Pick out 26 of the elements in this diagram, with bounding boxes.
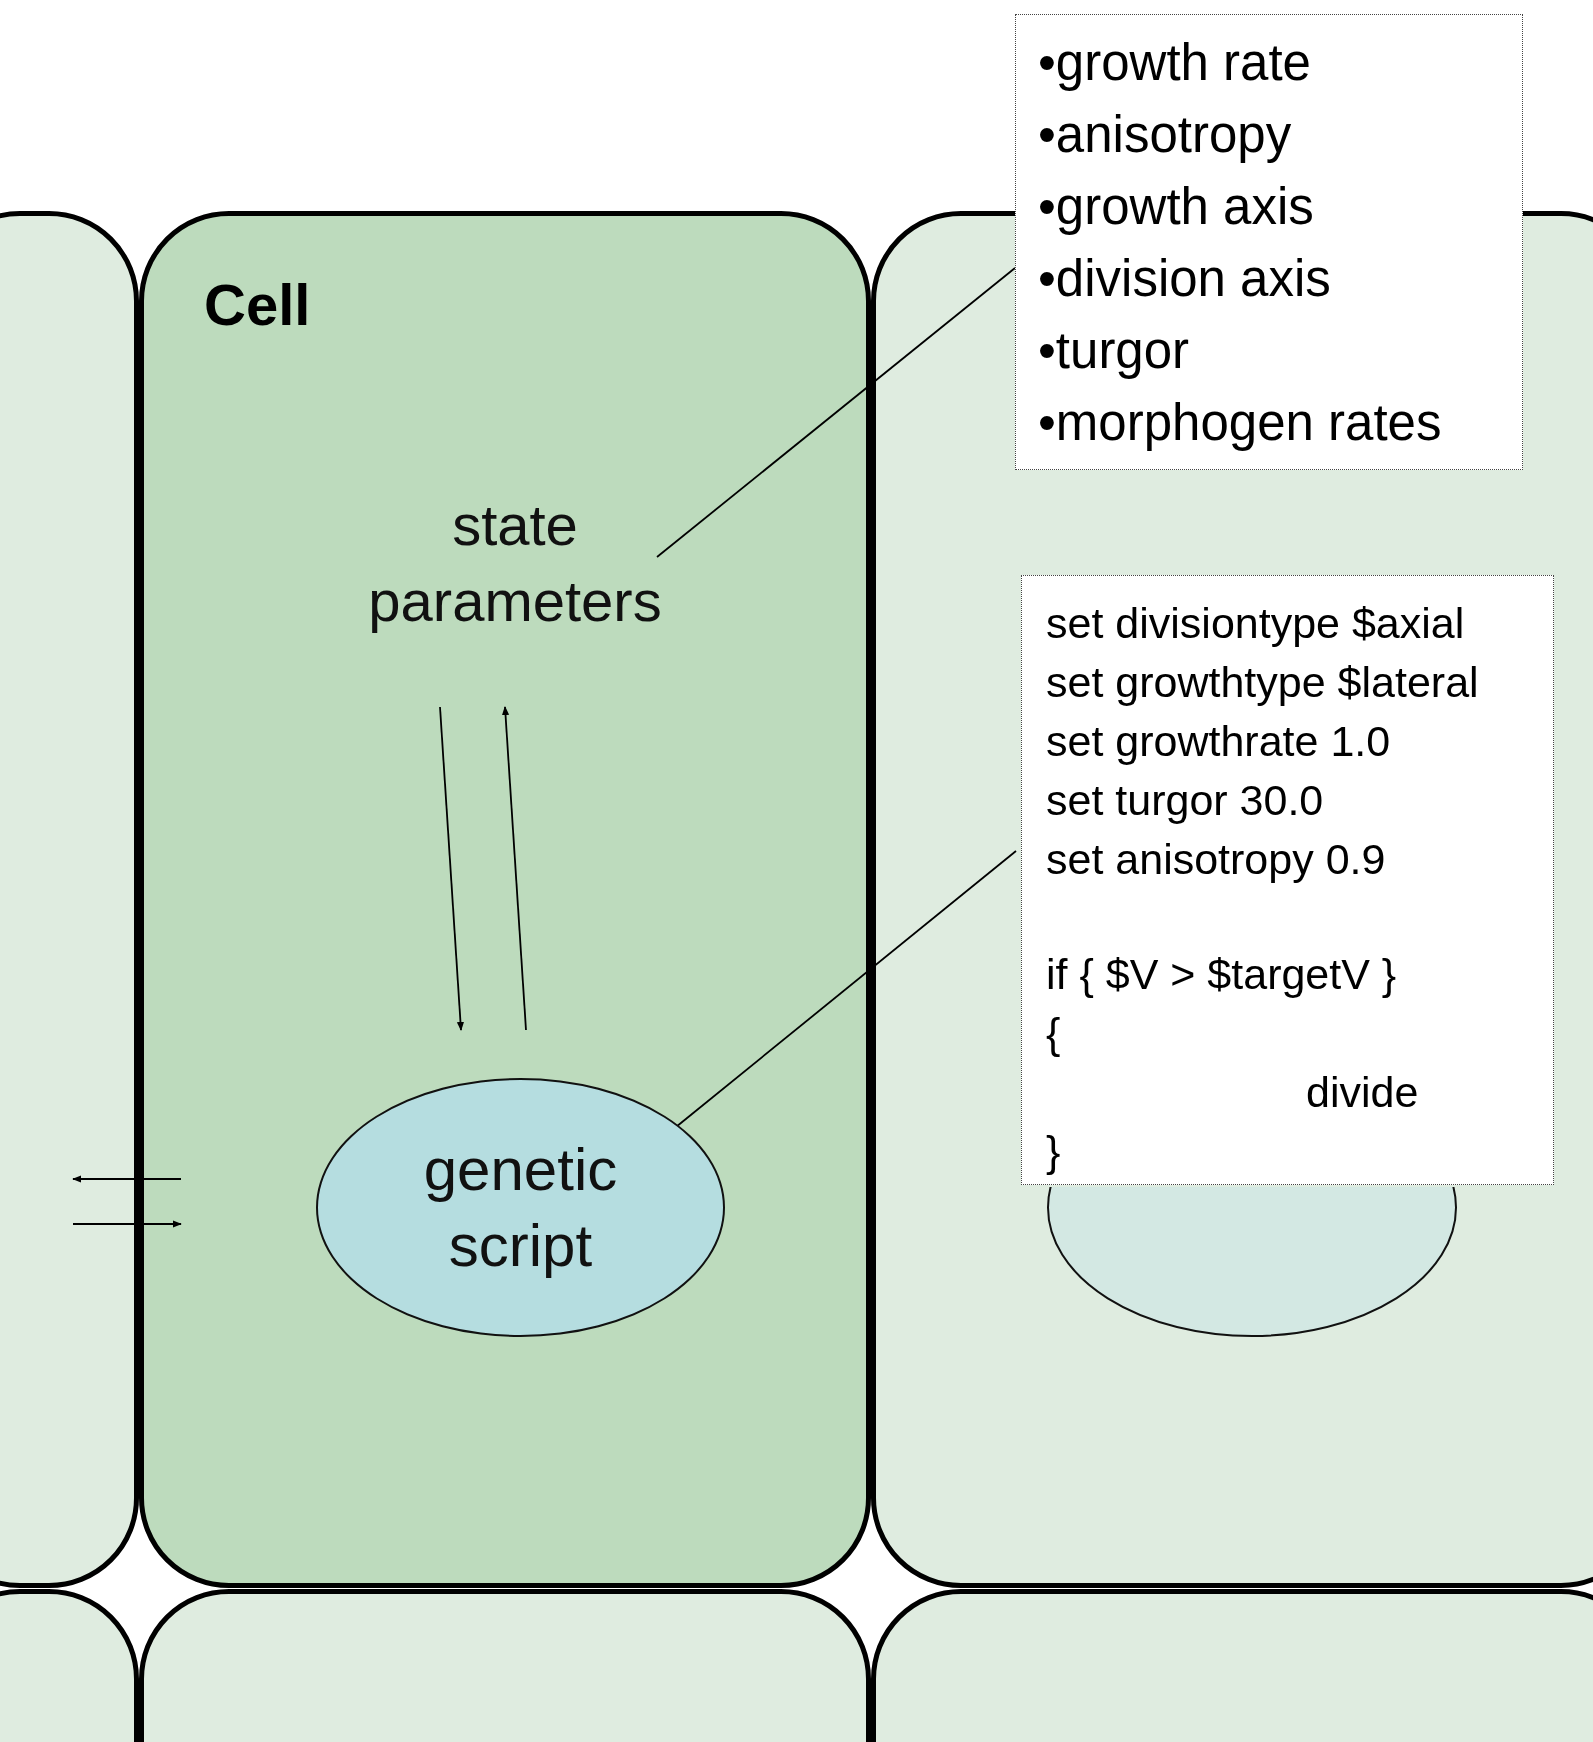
list-item: •turgor [1038, 321, 1190, 381]
code-line: set growthrate 1.0 [1046, 716, 1391, 767]
parameter-list-box [1015, 14, 1523, 470]
arrow [72, 1175, 182, 1183]
arrow [501, 706, 527, 1031]
code-line: set growthtype $lateral [1046, 657, 1479, 708]
leader-line [675, 850, 1017, 1128]
code-line: { [1046, 1008, 1061, 1059]
code-line: if { $V > $targetV } [1046, 949, 1397, 1000]
list-item: •division axis [1038, 249, 1331, 309]
list-item: •anisotropy [1038, 105, 1292, 165]
arrow [72, 1220, 182, 1228]
cell-title: Cell [204, 271, 311, 338]
script-box [1021, 575, 1554, 1185]
arrow [439, 706, 465, 1031]
ellipse-label: genetic script [422, 1134, 619, 1281]
text-label: state parameters [335, 475, 695, 715]
list-item: •morphogen rates [1038, 393, 1442, 453]
code-line: set turgor 30.0 [1046, 775, 1324, 826]
list-item: •growth axis [1038, 177, 1314, 237]
code-line: set anisotropy 0.9 [1046, 834, 1386, 885]
code-line: set divisiontype $axial [1046, 598, 1465, 649]
list-item: •growth rate [1038, 33, 1311, 93]
code-line: } [1046, 1126, 1061, 1177]
leader-line [656, 267, 1016, 558]
code-line: divide [1306, 1067, 1419, 1118]
